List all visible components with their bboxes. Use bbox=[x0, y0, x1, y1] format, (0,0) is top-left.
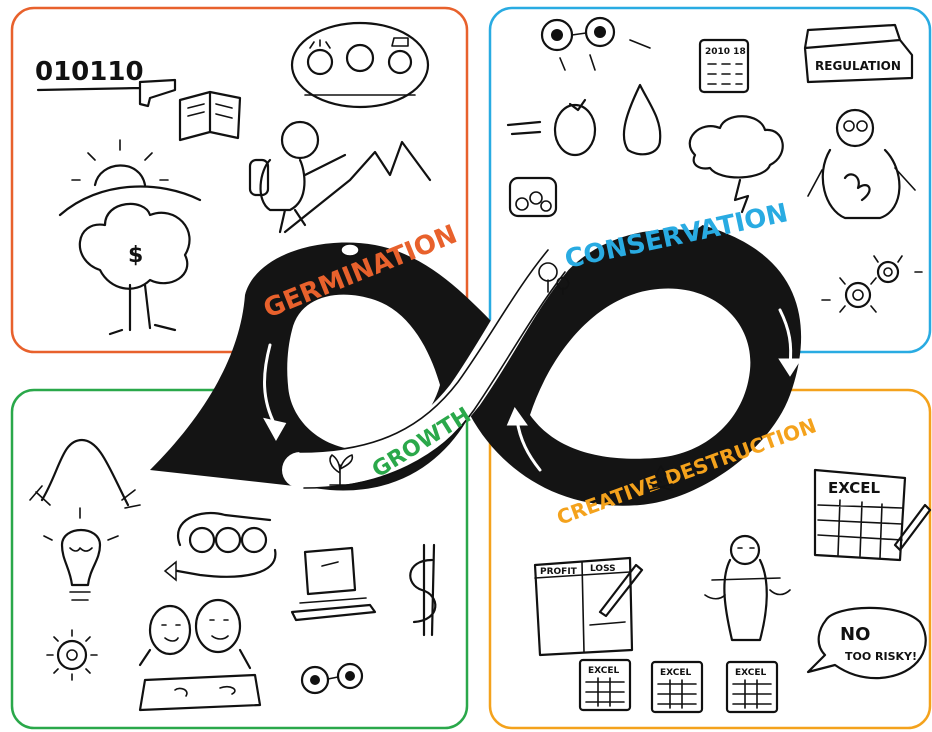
team-cycle-icon bbox=[163, 511, 277, 582]
coins-icon bbox=[508, 176, 558, 218]
right-loop-hole bbox=[530, 288, 751, 459]
bell-curve-icon bbox=[29, 438, 141, 509]
seed-icon bbox=[340, 243, 360, 257]
sun-icon bbox=[58, 139, 202, 217]
fruit-icons bbox=[506, 83, 662, 157]
infinity-road bbox=[150, 193, 802, 506]
profit-loss-sheet-icon: PROFIT LOSS bbox=[533, 556, 644, 657]
calculator-icon: 2010 18 bbox=[698, 38, 750, 94]
small-excel-sheets: EXCEL EXCEL EXCEL bbox=[578, 658, 779, 714]
excel-small-label-3: EXCEL bbox=[735, 668, 767, 678]
creative-destruction-sketches: EXCEL PROFIT LOSS NO TOO RISKY! EXCEL bbox=[533, 468, 932, 714]
glasses-icon bbox=[540, 16, 651, 71]
calendar-label: 2010 18 bbox=[705, 47, 746, 57]
dollar-sign: $ bbox=[128, 243, 143, 268]
left-loop-hole bbox=[287, 294, 440, 450]
people-thought-bubble bbox=[290, 21, 430, 109]
money-tree-icon: $ bbox=[78, 202, 191, 336]
profit-label: PROFIT bbox=[540, 567, 578, 577]
small-gear-icon bbox=[46, 629, 98, 681]
loss-label: LOSS bbox=[590, 564, 616, 574]
book-icon bbox=[178, 90, 242, 142]
glasses-icon-2 bbox=[300, 662, 364, 695]
gears-icon bbox=[821, 255, 923, 313]
speech-bubble: NO TOO RISKY! bbox=[806, 606, 927, 680]
sprout-icon bbox=[329, 454, 354, 486]
conservation-sketches: 2010 18 REGULATION bbox=[506, 16, 923, 313]
speech-no: NO bbox=[840, 624, 870, 645]
excel-small-label-2: EXCEL bbox=[660, 668, 692, 678]
flow-arrows bbox=[263, 307, 802, 472]
character-icon bbox=[807, 108, 916, 220]
dollar-stack-icon bbox=[409, 543, 437, 637]
excel-small-label-1: EXCEL bbox=[588, 666, 620, 676]
excel-sheet-icon: EXCEL bbox=[813, 468, 932, 562]
binary-code-label: 010110 bbox=[35, 57, 144, 87]
hiker-icon bbox=[248, 120, 432, 234]
regulation-box-icon: REGULATION bbox=[803, 23, 914, 84]
growth-lane bbox=[282, 193, 708, 488]
excel-main-label: EXCEL bbox=[828, 479, 881, 497]
speech-too-risky: TOO RISKY! bbox=[845, 650, 917, 663]
storm-cloud-icon bbox=[688, 115, 784, 214]
pointing-hand-icon bbox=[36, 78, 177, 108]
tree-icon bbox=[538, 262, 570, 295]
growth-sketches bbox=[29, 438, 437, 712]
germination-sketches: 010110 $ bbox=[35, 21, 432, 336]
laptop-icon bbox=[290, 546, 377, 622]
lightbulb-icon bbox=[43, 507, 119, 601]
two-people-icon bbox=[138, 598, 262, 712]
justice-figure-icon bbox=[704, 534, 791, 642]
regulation-label: REGULATION bbox=[815, 59, 901, 73]
fire-icon bbox=[649, 465, 673, 491]
